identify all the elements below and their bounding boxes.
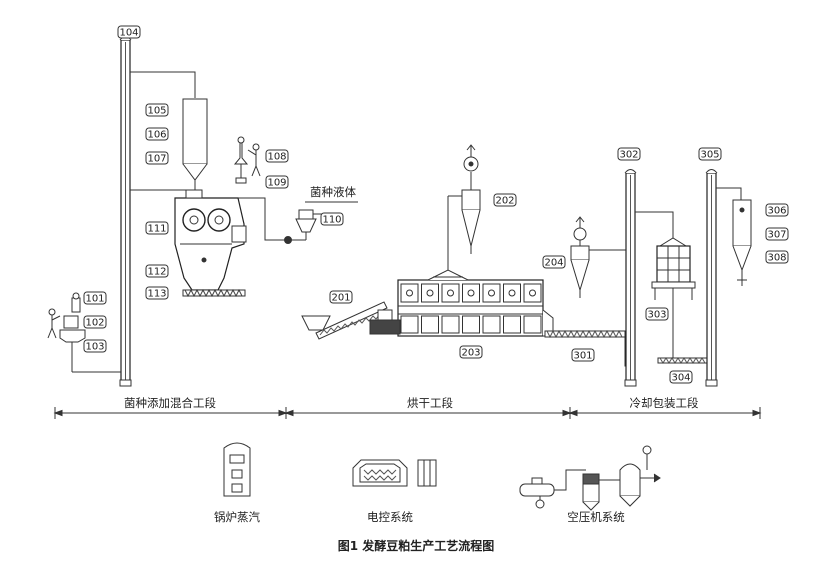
- label-103: 103: [85, 342, 104, 353]
- dosing-tank-108: [233, 136, 261, 184]
- utility-label-boiler: 锅炉蒸汽: [214, 510, 260, 524]
- inclined-conveyor-201: [301, 301, 388, 340]
- boiler-unit-101: [47, 292, 121, 373]
- dryer-fan-icon: [447, 289, 454, 297]
- dryer-lower-cell: [400, 315, 419, 334]
- tag-104: [117, 25, 141, 39]
- label-112: 112: [147, 267, 166, 278]
- label-305: 305: [700, 150, 719, 161]
- tag-111-112-113: 111 112 113: [145, 221, 169, 300]
- label-202: 202: [495, 196, 514, 207]
- packing-bin-306: [716, 187, 752, 286]
- label-304: 304: [671, 373, 690, 384]
- culture-liquid-label: 菌种液体: [310, 185, 356, 199]
- label-203: 203: [461, 348, 480, 359]
- valve-icon: [284, 236, 292, 244]
- utility-label-compressor: 空压机系统: [567, 510, 625, 524]
- label-113: 113: [147, 289, 166, 300]
- label-201: 201: [331, 293, 350, 304]
- dryer-203: [369, 269, 554, 337]
- label-105: 105: [147, 106, 166, 117]
- section-label-drying: 烘干工段: [407, 396, 453, 410]
- section-dimension-line: [53, 407, 762, 419]
- pipe-104-105: [130, 71, 196, 98]
- label-306: 306: [767, 206, 786, 217]
- conveyor-301: [544, 329, 630, 367]
- dryer-lower-cell: [462, 315, 480, 334]
- control-cabinet-icon: [352, 459, 437, 487]
- label-102: 102: [85, 318, 104, 329]
- label-109: 109: [267, 178, 286, 189]
- bucket-elevator-104: [119, 36, 132, 387]
- dryer-fan-icon: [508, 289, 516, 297]
- utility-label-control: 电控系统: [367, 510, 413, 524]
- label-104: 104: [119, 28, 138, 39]
- mixer-111: [174, 189, 247, 291]
- label-106: 106: [147, 130, 166, 141]
- conveyor-304: [657, 357, 709, 364]
- dryer-fan-icon: [467, 289, 475, 297]
- section-label-cooling: 冷却包装工段: [630, 396, 699, 410]
- dryer-fan-icon: [529, 289, 536, 297]
- air-compressor-icon: [519, 445, 661, 511]
- screw-conveyor-113: [182, 288, 246, 298]
- feed-bin-105: [182, 98, 208, 190]
- label-303: 303: [647, 310, 666, 321]
- dryer-fan-icon: [406, 289, 413, 297]
- cyclone-202: [447, 144, 481, 270]
- figure-caption: 图1 发酵豆粕生产工艺流程图: [338, 538, 495, 553]
- label-110: 110: [322, 215, 341, 226]
- label-107: 107: [147, 154, 166, 165]
- dryer-fan-icon: [488, 289, 495, 297]
- label-204: 204: [544, 258, 563, 269]
- dryer-lower-cell: [482, 315, 501, 334]
- dryer-lower-cell: [523, 315, 542, 334]
- label-302: 302: [619, 150, 638, 161]
- tag-105-group: 105 106 107: [145, 103, 169, 165]
- dryer-lower-cell: [503, 315, 521, 334]
- cooler-303: [635, 211, 696, 360]
- bucket-elevator-305: [705, 169, 718, 387]
- section-label-mixing: 菌种添加混合工段: [124, 396, 216, 410]
- dryer-lower-cell: [441, 315, 460, 334]
- dryer-lower-cell: [421, 315, 439, 334]
- bucket-elevator-302: [624, 169, 637, 387]
- culture-liquid-pipe: [238, 197, 293, 241]
- dryer-fan-icon: [426, 289, 434, 297]
- label-301: 301: [573, 351, 592, 362]
- boiler-steam-icon: [223, 442, 251, 497]
- cyclone-204: [570, 216, 626, 298]
- label-307: 307: [767, 230, 786, 241]
- label-308: 308: [767, 253, 786, 264]
- label-108: 108: [267, 152, 286, 163]
- label-101: 101: [85, 294, 104, 305]
- label-111: 111: [147, 224, 166, 235]
